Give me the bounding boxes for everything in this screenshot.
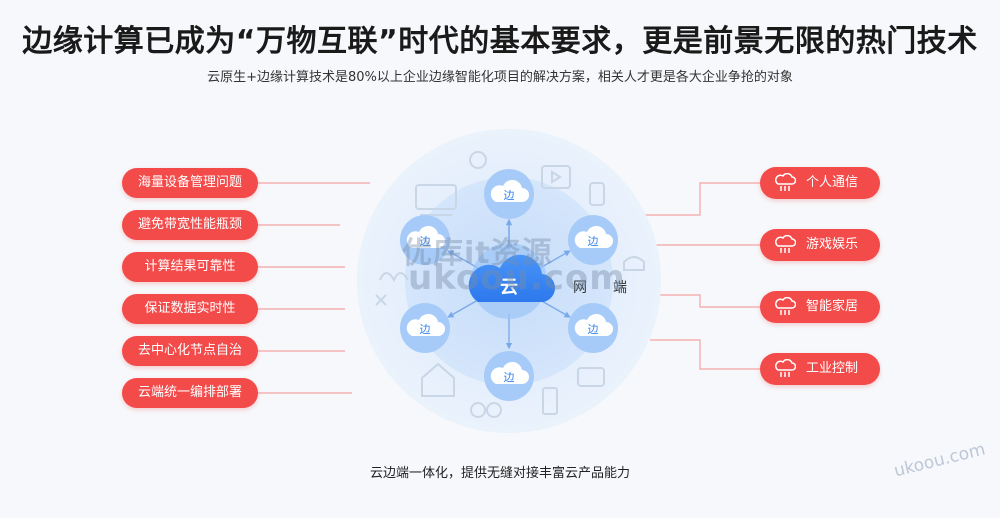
right-connectors <box>638 182 760 370</box>
right-item: 工业控制 <box>760 353 880 385</box>
diagram-caption: 云边端一体化，提供无缝对接丰富云产品能力 <box>369 466 630 481</box>
right-item-label: 游戏娱乐 <box>806 237 859 252</box>
cloud-device-icon <box>775 235 796 253</box>
end-label: 端 <box>613 280 627 296</box>
edge-node-top: 边 <box>484 169 534 219</box>
left-item: 计算结果可靠性 <box>122 252 258 282</box>
net-label: 网 <box>573 280 587 296</box>
left-item: 云端统一编排部署 <box>122 378 258 408</box>
cloud-device-icon <box>775 359 796 377</box>
cloud-edge-arrows <box>447 218 571 350</box>
watermark-text: 优库it资源 <box>402 236 553 271</box>
edge-label: 边 <box>420 235 431 248</box>
right-item: 游戏娱乐 <box>760 229 880 261</box>
edge-node-bottom: 边 <box>484 351 534 401</box>
right-item-label: 个人通信 <box>806 175 859 190</box>
edge-label: 边 <box>588 235 599 248</box>
left-item: 去中心化节点自治 <box>122 336 258 366</box>
cloud-device-icon <box>775 297 796 315</box>
cloud-device-icon <box>775 173 796 191</box>
right-item: 智能家居 <box>760 291 880 323</box>
left-item: 避免带宽性能瓶颈 <box>122 210 258 240</box>
device-icons <box>375 151 645 418</box>
central-cloud: 云 <box>468 243 556 319</box>
right-item-label: 工业控制 <box>806 361 859 376</box>
edge-node-bottom-right: 边 <box>568 303 618 353</box>
edge-label: 边 <box>588 323 599 336</box>
edge-node-top-right: 边 <box>568 215 618 265</box>
left-item: 保证数据实时性 <box>122 294 258 324</box>
cloud-label: 云 <box>500 277 518 298</box>
edge-label: 边 <box>504 189 515 202</box>
right-item: 个人通信 <box>760 167 880 199</box>
edge-node-top-left: 边 <box>400 215 450 265</box>
page-subtitle: 云原生+边缘计算技术是80%以上企业边缘智能化项目的解决方案，相关人才更是各大企… <box>207 70 793 85</box>
watermark-text: ukoou.com <box>408 258 626 298</box>
edge-node-bottom-left: 边 <box>400 303 450 353</box>
page-title: 边缘计算已成为“万物互联”时代的基本要求，更是前景无限的热门技术 <box>22 24 978 59</box>
edge-label: 边 <box>504 371 515 384</box>
left-connectors <box>258 182 370 394</box>
left-item: 海量设备管理问题 <box>122 168 258 198</box>
edge-label: 边 <box>420 323 431 336</box>
right-item-label: 智能家居 <box>806 299 859 314</box>
